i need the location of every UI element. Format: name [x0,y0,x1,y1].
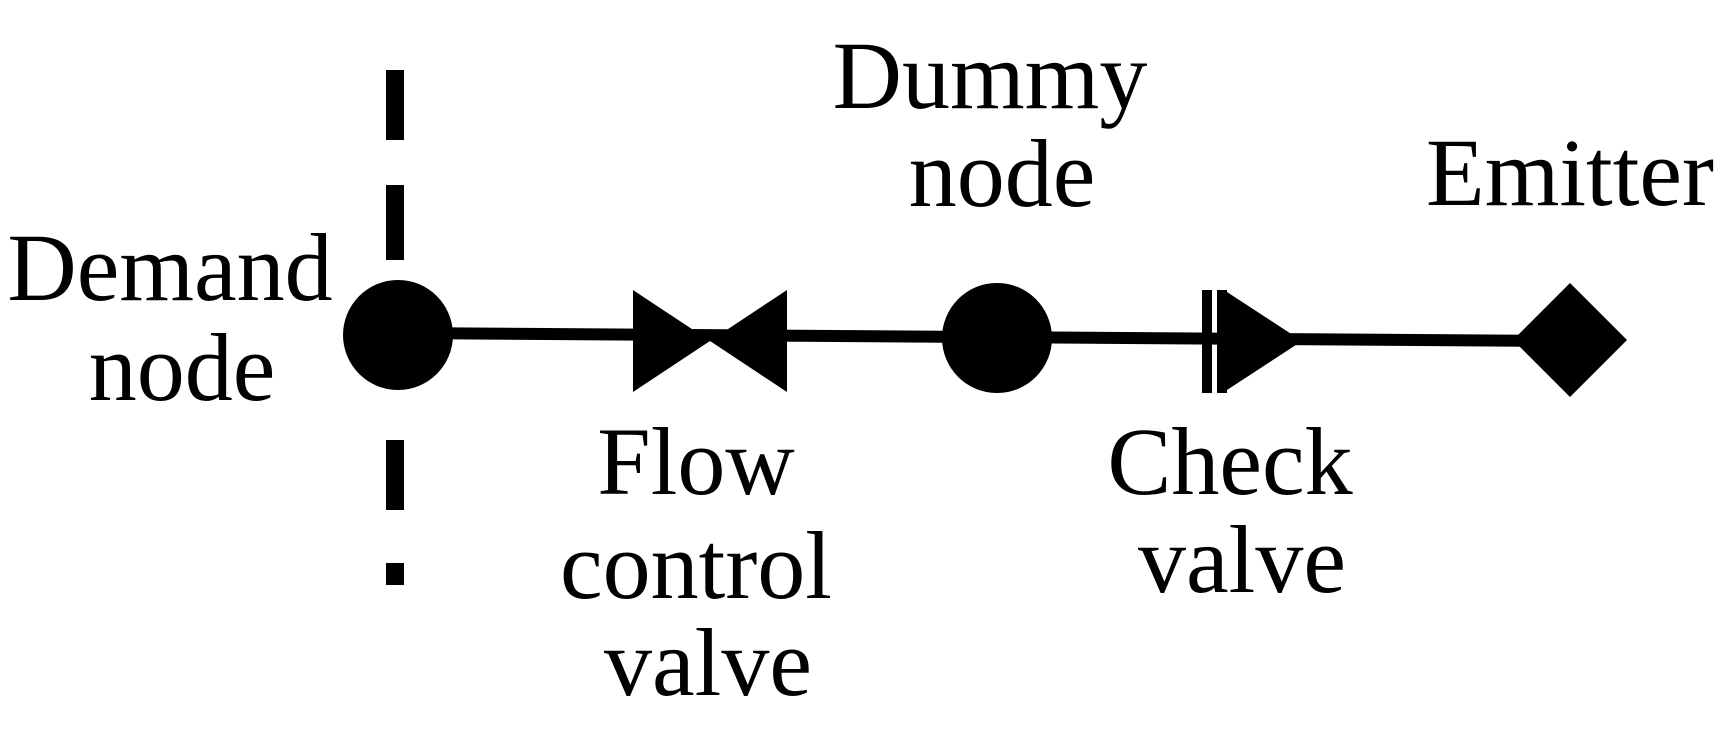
check-valve-symbol [1202,290,1302,393]
demand-node-label: Demand node [7,214,356,421]
emitter-label: Emitter [1426,119,1714,226]
dummy-node-symbol [942,283,1052,393]
check-valve-label: Check valve [1107,408,1376,613]
flow-control-valve-symbol [633,290,787,392]
emitter-symbol [1513,283,1627,397]
flow-control-valve-label: Flow control valve [560,408,856,716]
dummy-node-label: Dummy node [833,22,1172,227]
demand-node-symbol [343,280,453,390]
demand-dashed-line [386,70,404,585]
